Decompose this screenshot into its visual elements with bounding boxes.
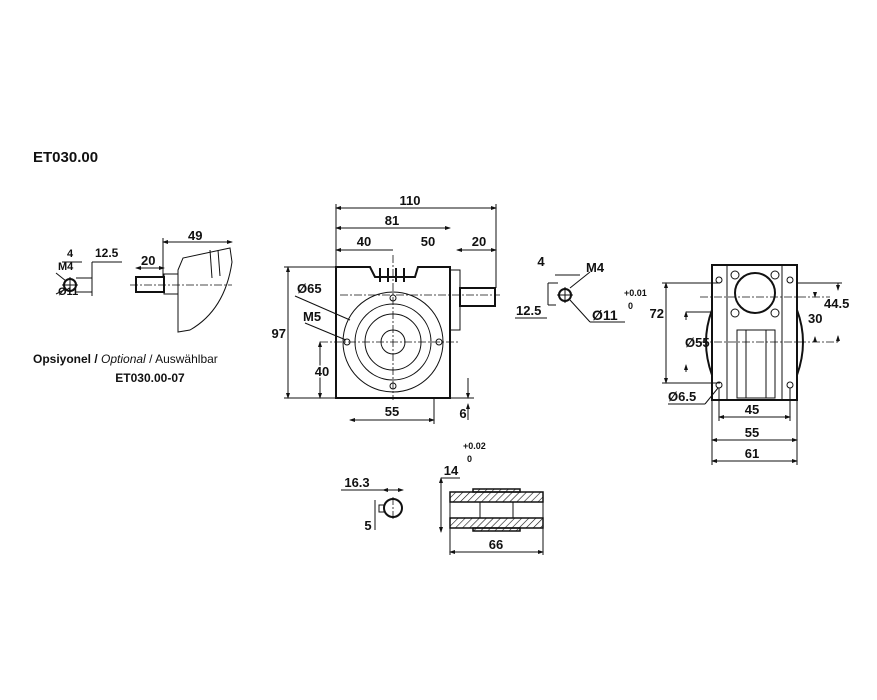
dim-overall: 61 <box>745 446 759 461</box>
shaft-collar-section <box>472 527 521 532</box>
keyway <box>378 504 385 513</box>
shaft-collar-section <box>472 488 521 493</box>
dim-overall: 110 <box>400 193 421 208</box>
input-shaft-detail: 4 M4 12.5 Ø11 +0.01 0 <box>515 254 647 323</box>
leader-line <box>294 295 351 321</box>
leader-line <box>569 271 591 289</box>
housing-rib <box>209 249 213 279</box>
dim-key: 4 <box>67 248 74 260</box>
optional-output-shaft-view: M4 4 12.5 Ø11 20 49 Opsiyonel / Optional… <box>33 228 233 385</box>
flange-hole <box>730 308 740 318</box>
flange-hole <box>770 308 780 318</box>
dim-diameter: Ø11 <box>58 286 78 298</box>
optional-housing-outline <box>177 247 233 333</box>
mounting-hole <box>786 276 794 284</box>
tol-upper: +0.02 <box>463 441 486 451</box>
dim-hole-dia: Ø6.5 <box>668 389 696 404</box>
dim-thread: M4 <box>58 261 74 273</box>
dim-key-depth: 16.3 <box>344 475 369 490</box>
dim-bore: 14 <box>444 463 459 478</box>
dim-flange-dia: Ø65 <box>297 281 322 296</box>
housing-outline <box>335 266 451 399</box>
side-view: 72 Ø55 44.5 30 Ø6.5 45 55 61 <box>650 264 849 465</box>
shaft-wall-section <box>449 517 544 529</box>
dim-thread: M5 <box>303 309 321 324</box>
dim-thread: M4 <box>586 260 605 275</box>
mounting-foot <box>711 264 728 401</box>
dim-height: 12.5 <box>95 246 119 260</box>
dim-base: 55 <box>385 404 399 419</box>
leader-line <box>304 322 347 341</box>
dim-right: 50 <box>421 234 435 249</box>
dim-height: 97 <box>272 326 286 341</box>
dim-diameter: Ø11 <box>592 307 618 323</box>
flange-hole <box>770 270 780 280</box>
input-flange <box>449 269 461 331</box>
dim-axis: 44.5 <box>824 296 849 311</box>
dim-offset: 30 <box>808 311 822 326</box>
dim-left: 40 <box>357 234 371 249</box>
dim-shaft: 20 <box>472 234 486 249</box>
drawing-title: ET030.00 <box>33 149 98 166</box>
hollow-shaft-detail: 16.3 5 14 +0.02 0 66 <box>341 441 544 555</box>
dim-height: 72 <box>650 306 664 321</box>
dim-mid: 55 <box>745 425 759 440</box>
dim-height: 12.5 <box>516 303 541 318</box>
dim-key: 4 <box>537 254 545 269</box>
dim-inner: 45 <box>745 402 759 417</box>
dim-length: 66 <box>489 537 503 552</box>
caption-en: Optional <box>101 352 146 366</box>
dim-foot: 6 <box>459 406 466 421</box>
dim-key-width: 5 <box>364 518 371 533</box>
tol-lower: 0 <box>467 454 472 464</box>
flange-hole <box>730 270 740 280</box>
input-flange-circle <box>734 272 776 314</box>
optional-code: ET030.00-07 <box>115 371 185 385</box>
shaft-wall-section <box>449 491 544 503</box>
housing-body <box>736 329 776 399</box>
leader-line <box>704 387 719 405</box>
dim-flange-dia: Ø55 <box>685 335 710 350</box>
dim-width: 81 <box>385 213 399 228</box>
caption-de: / Auswählbar <box>149 352 218 366</box>
optional-caption: Opsiyonel / Optional / Auswählbar <box>33 352 218 366</box>
dim-axis-height: 40 <box>315 364 329 379</box>
mounting-foot <box>781 264 798 401</box>
input-shaft <box>459 287 496 307</box>
leader-line <box>55 288 67 295</box>
dim-shaft-length: 20 <box>141 253 155 268</box>
mounting-hole <box>786 381 794 389</box>
front-view: 110 81 40 50 20 Ø65 M5 97 40 55 6 <box>272 193 500 424</box>
housing-rib <box>217 249 221 277</box>
shaft-end <box>135 276 165 293</box>
shaft-bore <box>449 501 544 519</box>
caption-tr: Opsiyonel / <box>33 352 98 366</box>
leader-line <box>55 272 67 282</box>
shaft-collar <box>163 273 179 295</box>
leader-line <box>569 299 591 323</box>
dim-total-length: 49 <box>188 228 202 243</box>
housing-outline <box>711 264 798 401</box>
tol-upper: +0.01 <box>624 288 647 298</box>
tol-lower: 0 <box>628 301 633 311</box>
mounting-hole <box>715 276 723 284</box>
